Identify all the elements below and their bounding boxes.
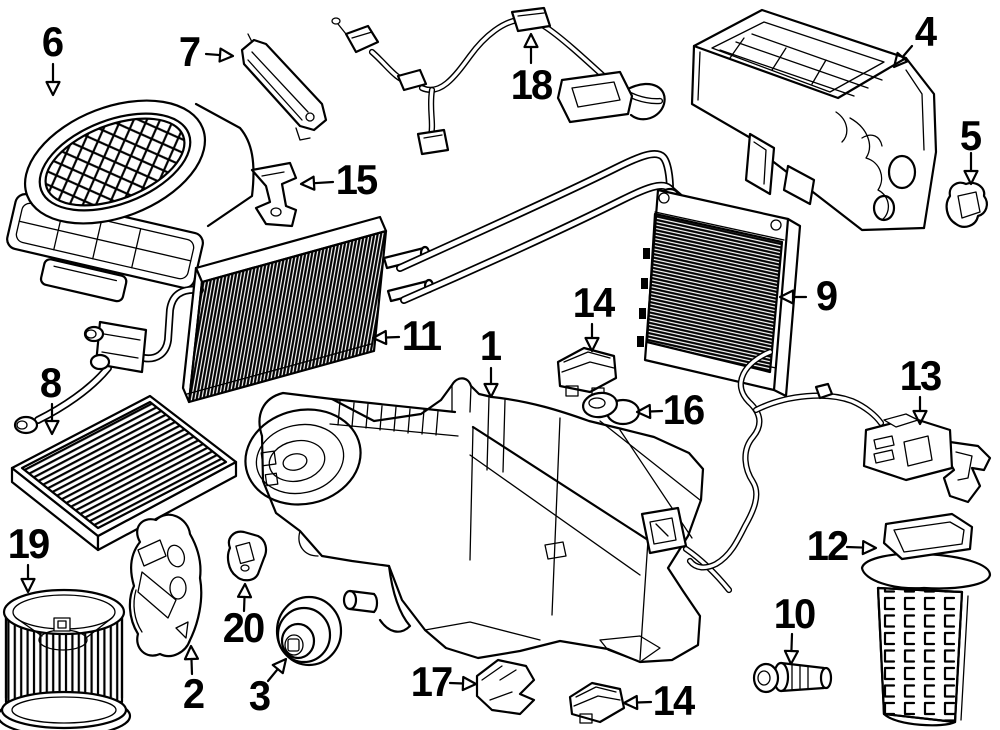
bolt xyxy=(752,661,833,694)
blower-motor-wheel xyxy=(0,588,132,730)
heater-core xyxy=(637,188,802,398)
callout-20-arrow-line xyxy=(242,595,246,613)
callout-19-arrow-head xyxy=(20,577,36,594)
callout-17-arrow-head xyxy=(461,675,478,692)
mounting-bracket xyxy=(128,513,203,658)
callout-14-arrow-head xyxy=(584,336,600,353)
callout-3-arrow-head xyxy=(271,657,288,675)
callout-4-arrow-line xyxy=(901,44,914,59)
callout-12-arrow-head xyxy=(861,539,878,556)
callout-8-arrow-head xyxy=(44,419,60,436)
callout-11-arrow-line xyxy=(384,335,401,339)
callout-17-arrow-line xyxy=(448,681,465,685)
wiring-harness xyxy=(331,6,666,156)
evaporator-core xyxy=(13,215,435,435)
callout-7-arrow-line xyxy=(204,52,222,57)
callout-10-arrow-line xyxy=(790,632,794,653)
callout-15-arrow-line xyxy=(312,180,335,185)
actuator-top xyxy=(556,346,618,399)
grommet-damper xyxy=(275,595,343,667)
callout-14-arrow-head xyxy=(622,694,639,711)
callout-1-arrow-head xyxy=(483,382,499,399)
callout-2-arrow-line xyxy=(190,657,194,676)
callout-18-arrow-head xyxy=(523,32,539,49)
callout-3-arrow-line xyxy=(266,667,279,683)
callout-arrows-layer xyxy=(20,32,979,711)
callout-14-arrow-line xyxy=(635,700,653,704)
callout-16-arrow-head xyxy=(635,403,652,420)
actuator-lower-right xyxy=(568,681,626,724)
callout-20-arrow-head xyxy=(236,582,253,599)
callout-13-arrow-head xyxy=(912,409,928,426)
callout-5-arrow-head xyxy=(963,169,979,186)
callout-9-arrow-head xyxy=(778,289,795,305)
bracket-strip xyxy=(240,33,328,141)
callout-7-arrow-head xyxy=(218,47,235,63)
air-outlet-vent xyxy=(6,99,255,303)
callout-6-arrow-head xyxy=(45,80,61,97)
callout-2-arrow-head xyxy=(183,644,200,661)
callout-11-arrow-head xyxy=(371,329,388,346)
blower-motor-resistor xyxy=(860,512,992,727)
callout-4-arrow-head xyxy=(892,51,909,69)
callout-12-arrow-line xyxy=(845,545,865,549)
callout-10-arrow-head xyxy=(783,649,800,666)
callout-15-arrow-head xyxy=(299,175,316,191)
hvac-housing-assembly xyxy=(244,377,733,664)
bracket-clip xyxy=(250,161,298,228)
grommet xyxy=(581,391,641,426)
air-inlet-housing xyxy=(690,8,938,232)
retainer-clip xyxy=(945,181,988,228)
actuator-lower-left xyxy=(475,658,536,716)
clip-retainer xyxy=(226,530,268,582)
cabin-air-filter xyxy=(10,394,238,552)
